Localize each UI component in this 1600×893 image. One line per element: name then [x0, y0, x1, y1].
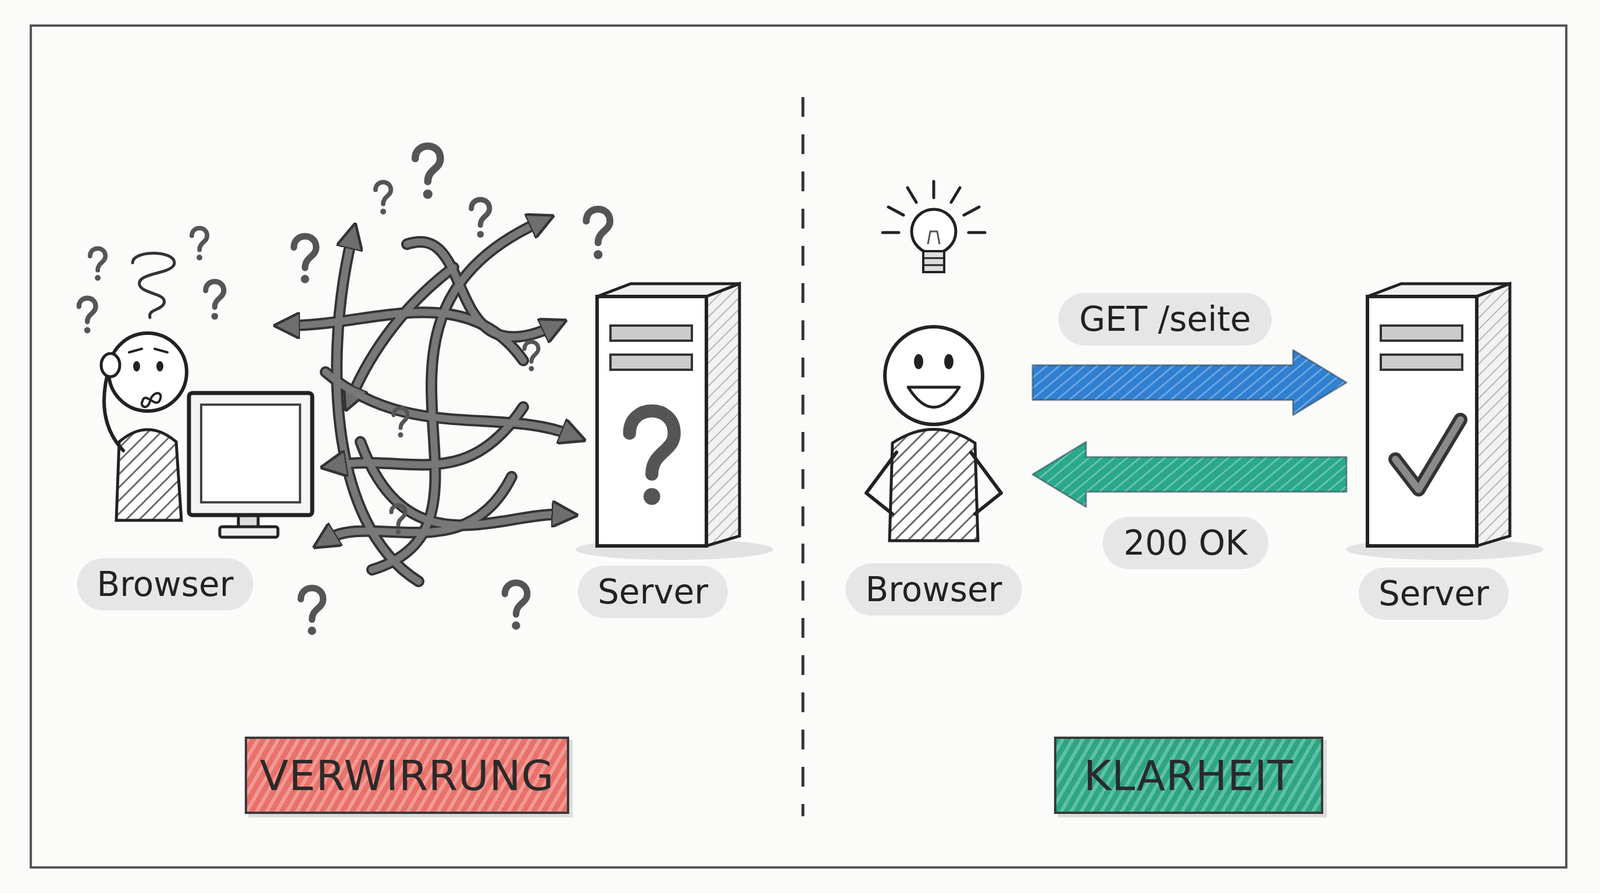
- node-label: Server: [577, 565, 728, 619]
- question-mark: [90, 248, 106, 281]
- banner-text: VERWIRRUNG: [259, 751, 555, 800]
- person-arms: [866, 452, 1002, 514]
- question-marks: [293, 145, 610, 635]
- person-body: [889, 429, 978, 542]
- banner-text: KLARHEIT: [1083, 751, 1294, 800]
- edge-label: 200 OK: [1102, 516, 1269, 570]
- block-arrow: [1032, 350, 1347, 416]
- arrow-group: [1032, 441, 1347, 507]
- question-mark: [191, 227, 207, 261]
- status-banner: KLARHEIT: [1054, 736, 1324, 814]
- arrow-hatching: [1032, 441, 1347, 507]
- person-smile: [908, 387, 960, 408]
- server-tower: [575, 283, 774, 560]
- person-brows: [129, 348, 168, 353]
- confusion-swirl: [132, 253, 175, 319]
- node-label: Browser: [845, 563, 1022, 616]
- monitor: [188, 393, 313, 538]
- question-mark: [79, 298, 96, 334]
- person-eye: [944, 354, 954, 370]
- edge-label: GET /seite: [1058, 293, 1272, 346]
- node-label: Server: [1358, 567, 1509, 620]
- person-mouth: [141, 393, 162, 407]
- status-banner: VERWIRRUNG: [244, 736, 570, 814]
- arrow-hatching: [1032, 350, 1347, 416]
- server-tower: [1345, 283, 1544, 560]
- outer-frame: [30, 25, 1567, 868]
- checkmark: [1395, 419, 1461, 490]
- person-eye: [913, 354, 924, 370]
- block-arrow: [1032, 441, 1347, 507]
- divider-line: [801, 97, 805, 817]
- lightbulb: [882, 181, 985, 273]
- server-node: Server: [1354, 273, 1513, 620]
- arrow-group: [1032, 350, 1347, 416]
- person-eye: [156, 361, 164, 372]
- node-label: Browser: [76, 558, 253, 611]
- person-eye: [133, 361, 141, 372]
- person-body: [116, 429, 182, 521]
- server-node: Server: [575, 279, 731, 619]
- browser-node: Browser: [843, 197, 1025, 616]
- person-head: [884, 326, 983, 425]
- browser-node: Browser: [69, 250, 262, 611]
- happy-person: [866, 326, 1002, 541]
- person-head: [108, 333, 187, 412]
- question-mark: [205, 281, 224, 320]
- person-hand: [101, 353, 120, 377]
- tangled-arrows: [289, 222, 571, 582]
